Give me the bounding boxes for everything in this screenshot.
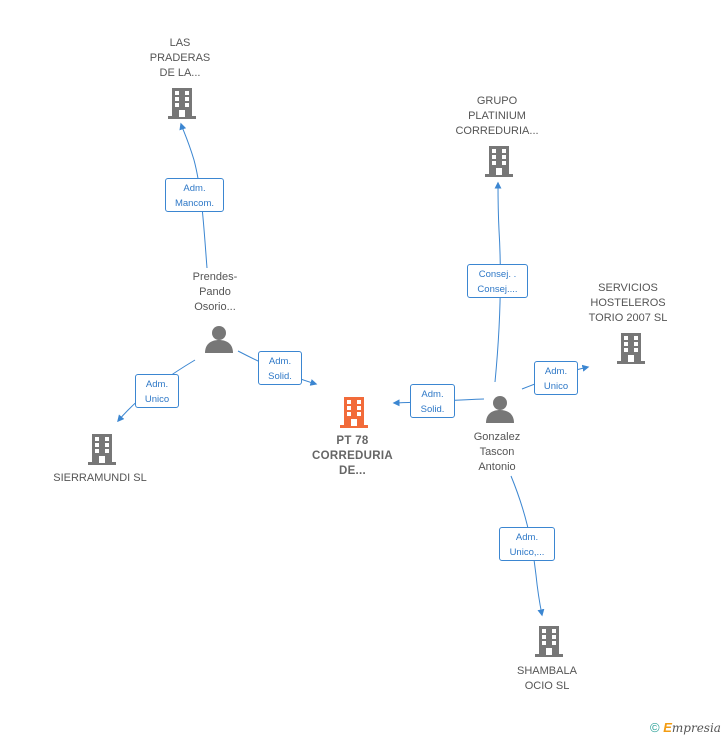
person-icon[interactable] <box>484 394 516 424</box>
edge-gonzalez-grupo <box>494 181 502 383</box>
node-label-grupo-platinium[interactable]: GRUPO PLATINIUM CORREDURIA... <box>455 95 539 137</box>
building-icon-main[interactable] <box>338 395 370 429</box>
footer-brand: © Empresia <box>650 720 721 735</box>
relation-label-prendes-las-praderas[interactable]: Adm. Mancom. <box>165 178 224 212</box>
building-icon[interactable] <box>615 331 647 365</box>
person-icon[interactable] <box>203 324 235 354</box>
node-label-prendes[interactable]: Prendes- Pando Osorio... <box>192 271 238 313</box>
relation-label-gonzalez-grupo[interactable]: Consej. . Consej.... <box>467 264 528 298</box>
relation-label-gonzalez-shambala[interactable]: Adm. Unico,... <box>499 527 555 561</box>
building-icon[interactable] <box>166 86 198 120</box>
node-label-pt78[interactable]: PT 78 CORREDURIA DE... <box>312 435 393 477</box>
relation-label-gonzalez-servicios[interactable]: Adm. Unico <box>534 361 578 395</box>
relation-label-gonzalez-pt78[interactable]: Adm. Solid. <box>410 384 455 418</box>
brand-name: mpresia <box>671 721 721 735</box>
relation-label-prendes-sierramundi[interactable]: Adm. Unico <box>135 374 179 408</box>
node-label-las-praderas[interactable]: LAS PRADERAS DE LA... <box>149 37 211 79</box>
building-icon[interactable] <box>533 624 565 658</box>
node-label-gonzalez[interactable]: Gonzalez Tascon Antonio <box>473 431 521 473</box>
node-label-sierramundi[interactable]: SIERRAMUNDI SL <box>53 472 147 484</box>
relation-label-prendes-pt78[interactable]: Adm. Solid. <box>258 351 302 385</box>
node-label-servicios-hosteleros[interactable]: SERVICIOS HOSTELEROS TORIO 2007 SL <box>588 282 668 324</box>
copyright-icon: © <box>650 720 660 735</box>
edge-gonzalez-shambala <box>510 475 545 617</box>
edge-prendes-las-praderas <box>179 122 208 269</box>
brand-logo-initial: E <box>663 720 672 735</box>
building-icon[interactable] <box>86 432 118 466</box>
building-icon[interactable] <box>483 144 515 178</box>
node-label-shambala[interactable]: SHAMBALA OCIO SL <box>517 665 577 692</box>
